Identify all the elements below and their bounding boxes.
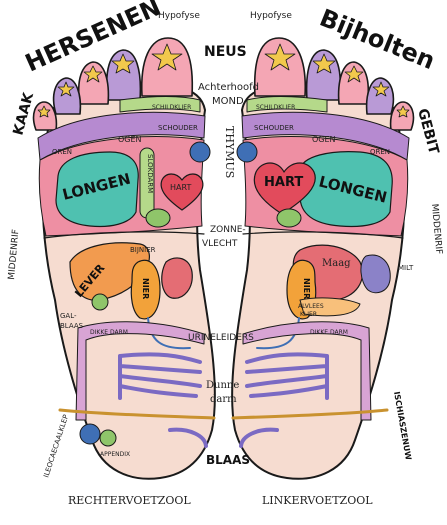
- label-ileocaecaal: ILEOCAECAALKLEP: [42, 414, 70, 479]
- label-alvleesklier-2: KLIER: [300, 311, 317, 318]
- left-heart-icon: [253, 162, 316, 215]
- left-middenrif-line: [242, 231, 404, 239]
- label-appendix: APPENDIX: [100, 451, 130, 458]
- label-middenrif-right: MIDDENRIF: [429, 203, 443, 254]
- toe-star-icon: [344, 65, 364, 83]
- right-thymus-dot: [189, 141, 211, 163]
- label-rechtervoetzool: RECHTERVOETZOOL: [68, 494, 191, 507]
- label-urineleiders: URINELEIDERS: [188, 333, 254, 343]
- right-zonnevlecht: [145, 208, 171, 228]
- toe-star-icon: [264, 43, 296, 71]
- right-appendix: [99, 429, 117, 447]
- left-eyes-ears-zone: [241, 111, 410, 161]
- label-maag: Maag: [322, 258, 351, 269]
- right-eyes-ears-zone: [37, 111, 206, 161]
- toe-star-icon: [111, 53, 135, 74]
- toe-right-big: [140, 37, 194, 97]
- right-colon: [75, 321, 205, 421]
- label-blaas: BLAAS: [206, 453, 250, 467]
- toe-star-icon: [37, 105, 51, 118]
- left-small-intestine: [245, 352, 329, 400]
- toe-left-big: [253, 37, 307, 97]
- label-schildklier-left: SCHILDKLIER: [152, 104, 191, 111]
- label-gebit: GEBIT: [414, 107, 442, 156]
- label-hypofyse-right: Hypofyse: [250, 11, 292, 21]
- label-nier-left: NIER: [141, 278, 150, 299]
- right-heart-icon: [160, 173, 204, 211]
- label-dunne-darm-2: darm: [210, 394, 237, 405]
- right-ischiaszenuw: [58, 408, 216, 420]
- left-spleen: [360, 254, 391, 294]
- toe-star-icon: [312, 53, 336, 74]
- label-zonnevlecht-1: ZONNE-: [210, 225, 246, 235]
- left-foot: [231, 37, 415, 480]
- label-dikke-darm-left: DIKKE DARM: [90, 329, 128, 336]
- label-schouder-right: SCHOUDER: [254, 124, 294, 132]
- toe-star-icon: [372, 81, 390, 97]
- left-zonnevlecht: [276, 208, 302, 228]
- right-schildklier-zone: [119, 96, 201, 113]
- left-thymus-dot: [236, 141, 258, 163]
- label-ogen-right: OGEN: [312, 135, 336, 144]
- label-hypofyse-left: Hypofyse: [158, 11, 200, 21]
- toe-right-5: [32, 101, 58, 131]
- label-dunne-darm-1: Dunne: [206, 380, 239, 391]
- label-ischiaszenuw: ISCHIASZENUW: [392, 391, 413, 461]
- label-ogen-left: OGEN: [118, 135, 142, 144]
- label-thymus: THYMUS: [223, 126, 236, 178]
- label-hart-left: HART: [170, 183, 191, 192]
- toe-star-icon: [57, 81, 75, 97]
- right-ileocaecaalklep: [79, 423, 101, 445]
- right-middenrif-line: [43, 231, 205, 239]
- label-galblaas-2: BLAAS: [60, 322, 84, 330]
- label-hart-right: HART: [264, 175, 303, 190]
- left-lungs: [299, 151, 393, 228]
- label-linkervoetzool: LINKERVOETZOOL: [262, 494, 373, 507]
- left-colon: [242, 321, 372, 421]
- label-milt: MILT: [398, 264, 414, 272]
- right-small-intestine: [118, 352, 202, 400]
- right-bladder: [168, 427, 208, 448]
- label-mond: MOND: [212, 96, 244, 107]
- left-pancreas: [299, 297, 361, 317]
- toe-star-icon: [83, 65, 103, 83]
- label-achterhoofd: Achterhoofd: [198, 82, 259, 93]
- label-bijnier: BIJNIER: [130, 246, 156, 254]
- label-dikke-darm-right: DIKKE DARM: [310, 329, 348, 336]
- toe-left-4: [365, 77, 395, 115]
- toe-right-4: [52, 77, 82, 115]
- right-lungs: [55, 151, 139, 228]
- left-schildklier-zone: [246, 96, 328, 113]
- toe-star-icon: [396, 105, 410, 118]
- left-foot-toes: [253, 37, 415, 131]
- left-bladder: [239, 427, 279, 448]
- label-galblaas-1: GAL-: [60, 312, 77, 320]
- right-galblaas: [91, 293, 109, 311]
- right-foot-toes: [32, 37, 194, 131]
- right-kidney: [130, 259, 161, 320]
- label-schouder-left: SCHOUDER: [158, 124, 198, 132]
- right-stomach-area: [161, 257, 193, 299]
- label-neus: NEUS: [204, 44, 247, 60]
- toe-star-icon: [151, 43, 183, 71]
- label-slokdarm: SLOKDARM: [146, 154, 154, 193]
- left-ischiaszenuw: [231, 408, 389, 420]
- label-schildklier-right: SCHILDKLIER: [256, 104, 295, 111]
- label-oren-left: OREN: [52, 148, 72, 156]
- label-middenrif-left: MIDDENRIF: [7, 229, 21, 280]
- label-oren-right: OREN: [370, 148, 390, 156]
- label-nier-right: NIER: [302, 278, 311, 299]
- label-zonnevlecht-2: VLECHT: [202, 239, 238, 249]
- toe-left-5: [389, 101, 415, 131]
- right-foot: [32, 37, 216, 480]
- label-alvleesklier-1: ALVLEES: [298, 303, 324, 310]
